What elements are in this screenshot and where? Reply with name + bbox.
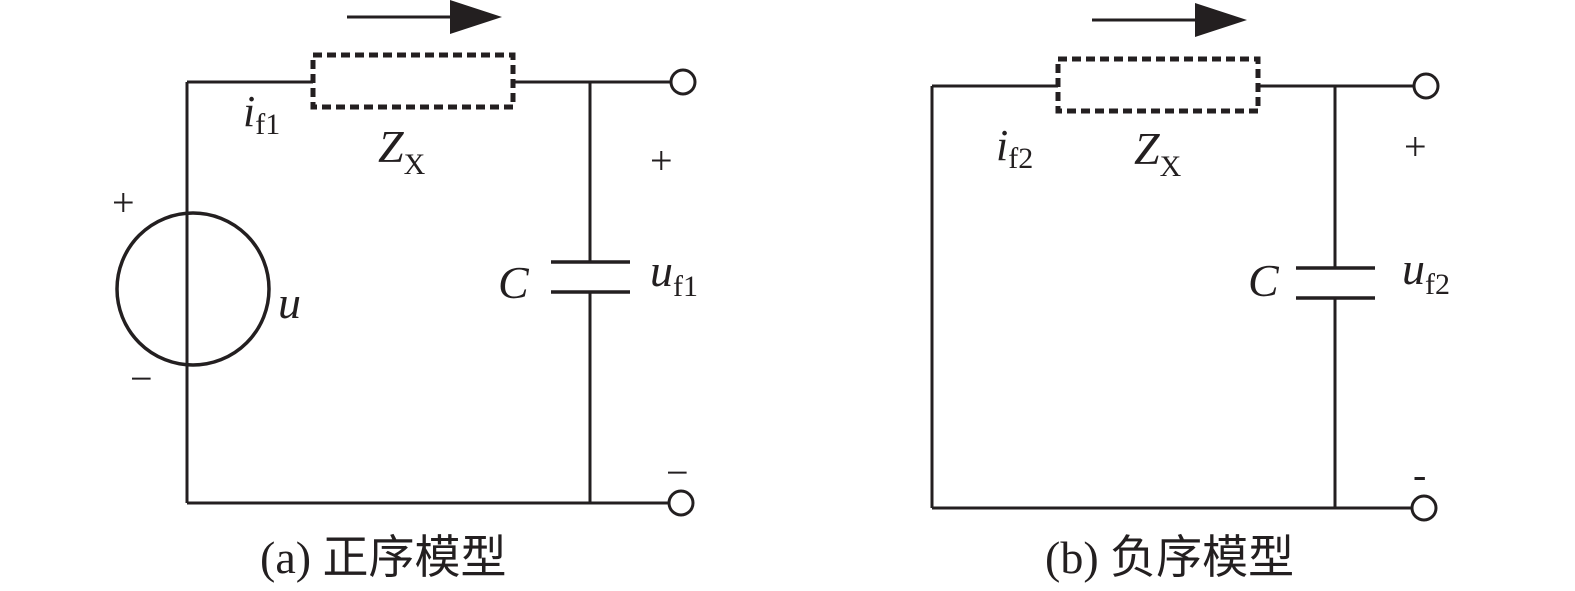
panel-a-caption: (a) 正序模型 xyxy=(260,532,507,583)
panel-b-negative-sequence-model: if2 ZX C uf2 + - (b) 负序模型 xyxy=(930,3,1450,583)
panel-a-output-minus: − xyxy=(666,450,689,495)
panel-b-output-terminal-bottom xyxy=(1410,494,1438,522)
panel-b-output-minus: - xyxy=(1413,452,1426,497)
panel-b-impedance-label: ZX xyxy=(1134,123,1182,183)
panel-b-impedance-box xyxy=(1055,56,1261,114)
panel-a-source-label: u xyxy=(278,277,301,328)
panel-a-source-plus: + xyxy=(112,180,135,225)
panel-b-output-plus: + xyxy=(1404,124,1427,169)
panel-b-current-label: if2 xyxy=(996,121,1033,175)
panel-a-output-plus: + xyxy=(650,138,673,183)
panel-a-impedance-box xyxy=(310,52,516,110)
panel-b-capacitor-label: C xyxy=(1248,255,1280,306)
panel-a-voltage-label: uf1 xyxy=(650,245,698,303)
panel-a-voltage-source xyxy=(115,211,271,367)
panel-a-source-minus: − xyxy=(130,356,153,401)
panel-a-current-label: if1 xyxy=(243,87,280,141)
panel-a-output-terminal-top xyxy=(669,68,697,96)
panel-b-voltage-label: uf2 xyxy=(1402,243,1450,301)
panel-b-caption: (b) 负序模型 xyxy=(1045,532,1294,583)
panel-a-output-terminal-bottom xyxy=(667,489,695,517)
panel-b-current-arrow xyxy=(1092,3,1247,37)
panel-a-impedance-label: ZX xyxy=(378,121,426,181)
panel-b-output-terminal-top xyxy=(1412,72,1440,100)
panel-a-positive-sequence-model: if1 ZX C uf1 u + − + − (a) 正序模型 xyxy=(112,0,698,583)
panel-a-capacitor-label: C xyxy=(498,257,530,308)
panel-a-current-arrow xyxy=(347,0,502,34)
